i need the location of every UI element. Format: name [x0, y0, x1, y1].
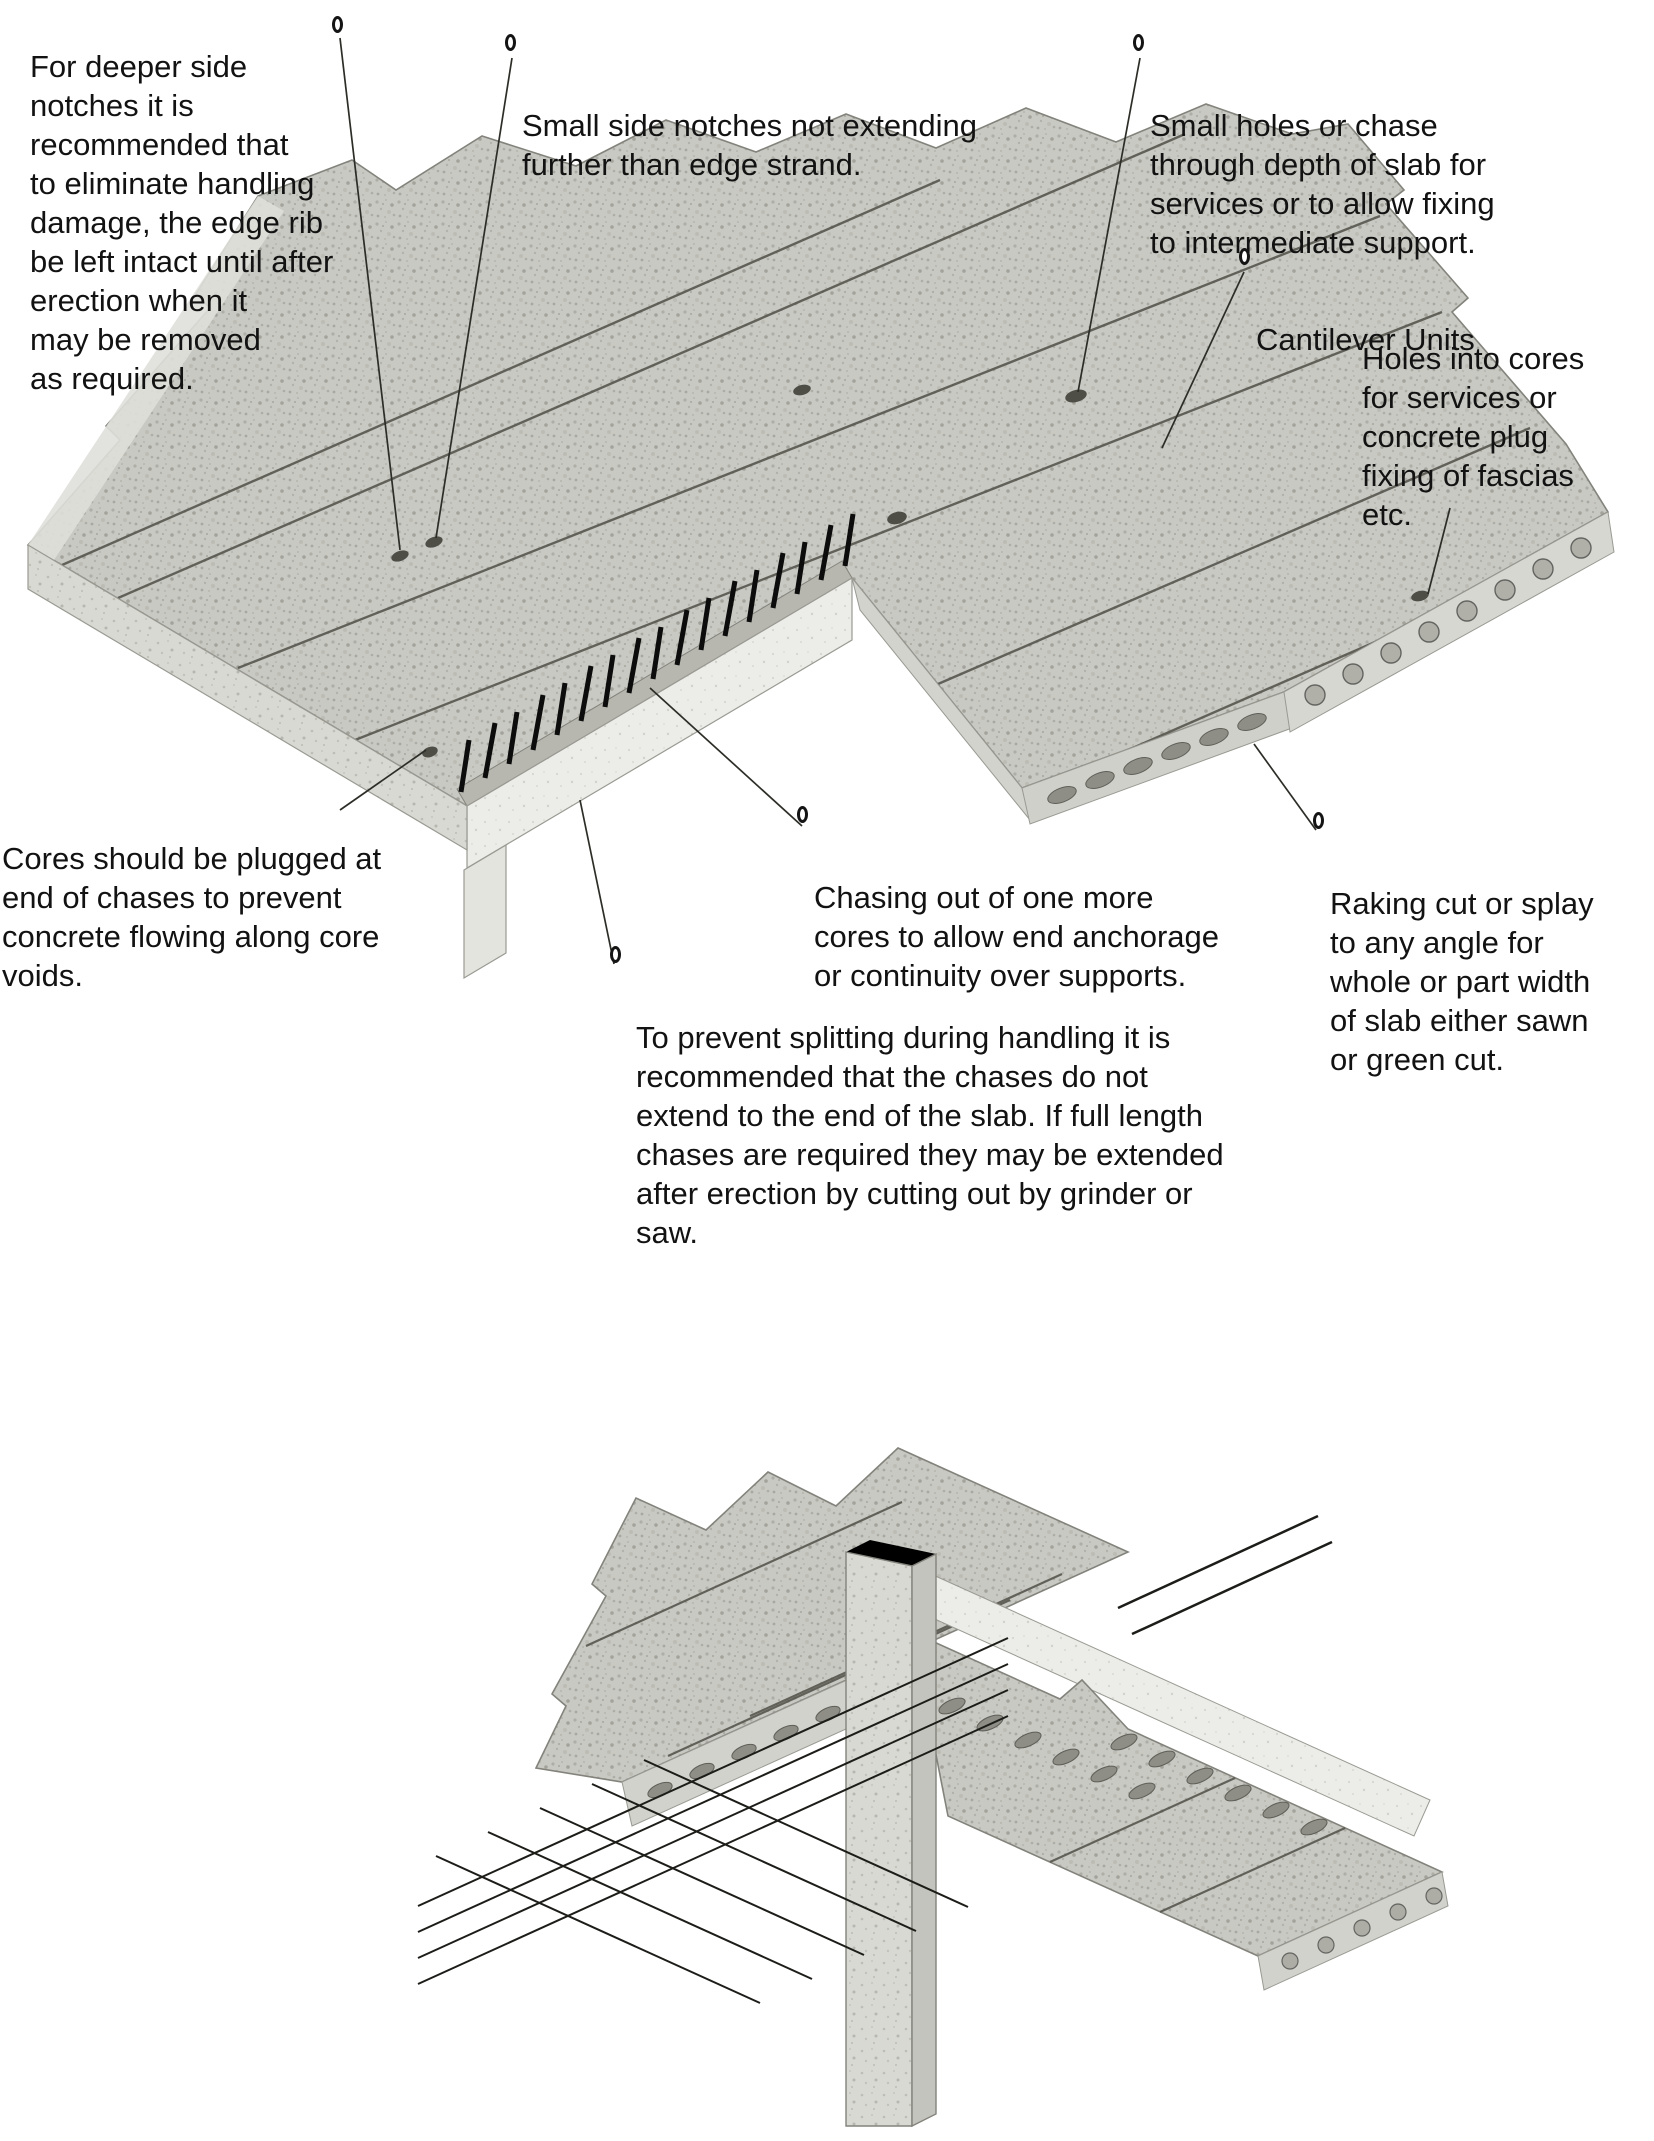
right-slab-surface [910, 1630, 1444, 1957]
right-slab-end-face [1257, 1871, 1449, 1991]
right-slab-joints [1049, 1776, 1346, 1914]
annotation-holes-into-cores: Holes into cores for services or concret… [1362, 300, 1642, 534]
leader-prevent-splitting [579, 799, 615, 965]
leader-cantilever-units [1161, 271, 1245, 449]
column-side-face [911, 1552, 937, 2128]
annotation-text: To prevent splitting during handling it … [636, 1020, 1224, 1251]
exposed-strands [458, 513, 856, 793]
slab-end-face [1283, 511, 1615, 733]
column-top-face [846, 1540, 936, 1566]
leader-holes-into-cores [1427, 507, 1451, 595]
annotation-text: Cores should be plugged at end of chases… [2, 841, 382, 994]
leader-deeper-side-notches [339, 37, 401, 551]
leader-dot-icon [505, 34, 516, 51]
leader-small-holes [1077, 57, 1141, 393]
support-column [463, 843, 507, 980]
reinforcement-mesh [417, 1637, 1009, 2004]
annotation-text: For deeper side notches it is recommende… [30, 49, 334, 397]
annotation-cores-plugged: Cores should be plugged at end of chases… [2, 800, 442, 995]
annotation-raking-cut: Raking cut or splay to any angle for who… [1313, 806, 1650, 1079]
leader-cores-plugged [339, 749, 427, 811]
annotation-text: Holes into cores for services or concret… [1362, 341, 1585, 533]
leader-dot-icon [797, 806, 808, 823]
raking-cut-cores [1047, 713, 1267, 804]
left-slab-surface [534, 1447, 1130, 1783]
right-slab-open-cores [938, 1697, 1328, 1836]
leader-small-side-notches [435, 57, 513, 539]
bottom-illustration [417, 1447, 1449, 2128]
annotation-text: Chasing out of one more cores to allow e… [814, 880, 1219, 994]
right-slab-end-cores [1281, 1887, 1443, 1970]
deck-front-face [27, 543, 468, 852]
leader-lines [339, 37, 1451, 965]
leader-chasing-out [649, 687, 803, 827]
column [845, 1540, 937, 2128]
annotation-text: Cantilever Units [1256, 322, 1475, 358]
annotation-small-holes: Small holes or chase through depth of sl… [1133, 28, 1580, 262]
leader-dot-icon [1239, 248, 1250, 265]
leader-dot-icon [332, 16, 343, 33]
annotation-text: Small side notches not extending further… [522, 108, 977, 183]
edge-rib-highlight [28, 196, 284, 560]
annotation-text: Small holes or chase through depth of sl… [1150, 108, 1495, 261]
leader-dot-icon [1133, 34, 1144, 51]
projecting-bars [1117, 1514, 1333, 1636]
leader-dot-icon [1313, 812, 1324, 829]
top-illustration [26, 37, 1615, 980]
annotation-deeper-side-notches: For deeper side notches it is recommende… [30, 8, 390, 398]
annotation-cantilever-units: Cantilever Units [1239, 242, 1576, 359]
annotation-prevent-splitting: To prevent splitting during handling it … [610, 940, 1356, 1252]
annotation-text: Raking cut or splay to any angle for who… [1330, 886, 1594, 1078]
annotation-small-side-notches: Small side notches not extending further… [505, 28, 992, 184]
leader-dot-icon [610, 946, 621, 963]
end-face-cores [1304, 537, 1592, 706]
column-front-face [845, 1551, 913, 2127]
leader-raking-cut [1253, 743, 1317, 831]
surface-openings [391, 384, 1429, 758]
annotation-chasing-out: Chasing out of one more cores to allow e… [797, 800, 1294, 995]
